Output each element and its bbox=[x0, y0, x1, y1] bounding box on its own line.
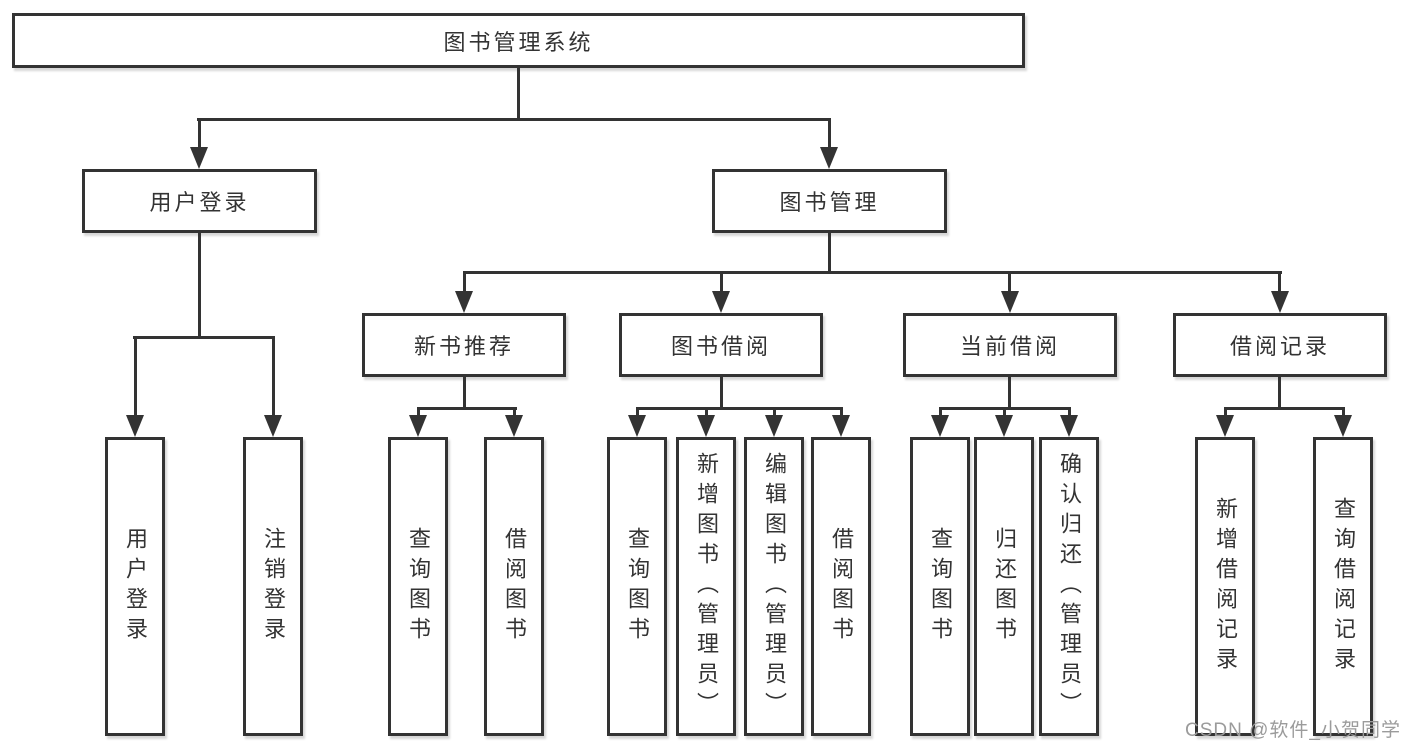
connector-drop-current-borrow bbox=[1008, 271, 1011, 293]
arrowhead bbox=[1334, 415, 1352, 437]
connector-drop-c4 bbox=[840, 407, 843, 419]
node-leaf-return-book-label: 归还图书 bbox=[992, 526, 1017, 647]
connector-level2-branch bbox=[463, 271, 1282, 274]
connector-drop-c1 bbox=[636, 407, 639, 419]
connector-drop-a1 bbox=[134, 336, 137, 417]
connector-book-mgmt-stem bbox=[828, 233, 831, 274]
connector-drop-e2 bbox=[1342, 407, 1345, 419]
arrowhead bbox=[832, 415, 850, 437]
arrowhead bbox=[190, 147, 208, 169]
arrowhead bbox=[455, 291, 473, 313]
node-book-borrow: 图书借阅 bbox=[619, 313, 823, 377]
connector-branch-c bbox=[636, 407, 843, 410]
node-leaf-query-current-label: 查询图书 bbox=[928, 526, 953, 647]
connector-user-login-stem bbox=[198, 233, 201, 339]
node-leaf-query-current: 查询图书 bbox=[910, 437, 970, 736]
node-root: 图书管理系统 bbox=[12, 13, 1025, 68]
arrowhead bbox=[820, 147, 838, 169]
connector-drop-d2 bbox=[1003, 407, 1006, 419]
arrowhead bbox=[409, 415, 427, 437]
connector-drop-d1 bbox=[939, 407, 942, 419]
node-leaf-query-book: 查询图书 bbox=[607, 437, 667, 736]
node-leaf-borrow-book-label: 借阅图书 bbox=[829, 526, 854, 647]
node-book-mgmt-label: 图书管理 bbox=[779, 190, 880, 215]
node-leaf-query-borrow-record: 查询借阅记录 bbox=[1313, 437, 1373, 736]
arrowhead bbox=[505, 415, 523, 437]
connector-drop-user-login bbox=[198, 118, 201, 147]
node-leaf-user-login: 用户登录 bbox=[105, 437, 165, 736]
node-leaf-add-book-admin-label: 新增图书（管理员） bbox=[694, 451, 719, 722]
node-leaf-add-book-admin: 新增图书（管理员） bbox=[676, 437, 736, 736]
connector-level1-branch bbox=[197, 118, 831, 121]
node-leaf-return-book: 归还图书 bbox=[974, 437, 1034, 736]
arrowhead bbox=[697, 415, 715, 437]
node-current-borrow: 当前借阅 bbox=[903, 313, 1117, 377]
connector-book-borrow-stem bbox=[720, 377, 723, 410]
arrowhead bbox=[126, 415, 144, 437]
connector-branch-e bbox=[1224, 407, 1345, 410]
connector-borrow-record-stem bbox=[1278, 377, 1281, 410]
connector-new-book-rec-stem bbox=[463, 377, 466, 410]
node-new-book-rec-label: 新书推荐 bbox=[413, 334, 514, 359]
arrowhead bbox=[264, 415, 282, 437]
node-leaf-confirm-return-admin: 确认归还（管理员） bbox=[1039, 437, 1099, 736]
connector-drop-e1 bbox=[1224, 407, 1227, 419]
connector-current-borrow-stem bbox=[1008, 377, 1011, 410]
node-user-login: 用户登录 bbox=[82, 169, 317, 233]
arrowhead bbox=[995, 415, 1013, 437]
node-leaf-query-book-rec: 查询图书 bbox=[388, 437, 448, 736]
node-new-book-rec: 新书推荐 bbox=[362, 313, 566, 377]
watermark-text: CSDN @软件_小贺同学 bbox=[1185, 720, 1401, 741]
connector-drop-borrow-record bbox=[1278, 271, 1281, 293]
connector-drop-c3 bbox=[773, 407, 776, 419]
node-leaf-query-borrow-record-label: 查询借阅记录 bbox=[1331, 496, 1356, 677]
arrowhead bbox=[1271, 291, 1289, 313]
connector-drop-b1 bbox=[417, 407, 420, 419]
node-leaf-query-book-rec-label: 查询图书 bbox=[406, 526, 431, 647]
node-leaf-logout: 注销登录 bbox=[243, 437, 303, 736]
node-leaf-confirm-return-admin-label: 确认归还（管理员） bbox=[1057, 451, 1082, 722]
node-borrow-record-label: 借阅记录 bbox=[1229, 334, 1330, 359]
connector-drop-book-mgmt bbox=[828, 118, 831, 147]
connector-drop-new-book-rec bbox=[463, 271, 466, 293]
connector-root-stem bbox=[517, 68, 520, 118]
arrowhead bbox=[1060, 415, 1078, 437]
arrowhead bbox=[765, 415, 783, 437]
connector-drop-b2 bbox=[513, 407, 516, 419]
arrowhead bbox=[628, 415, 646, 437]
connector-drop-d3 bbox=[1068, 407, 1071, 419]
connector-drop-book-borrow bbox=[720, 271, 723, 293]
node-current-borrow-label: 当前借阅 bbox=[959, 334, 1060, 359]
connector-drop-c2 bbox=[705, 407, 708, 419]
node-leaf-edit-book-admin: 编辑图书（管理员） bbox=[744, 437, 804, 736]
node-user-login-label: 用户登录 bbox=[149, 190, 250, 215]
node-borrow-record: 借阅记录 bbox=[1173, 313, 1387, 377]
node-leaf-logout-label: 注销登录 bbox=[261, 526, 286, 647]
connector-user-login-branch bbox=[133, 336, 275, 339]
node-leaf-borrow-book-rec: 借阅图书 bbox=[484, 437, 544, 736]
node-book-borrow-label: 图书借阅 bbox=[670, 334, 771, 359]
node-leaf-user-login-label: 用户登录 bbox=[123, 526, 148, 647]
connector-drop-a2 bbox=[272, 336, 275, 417]
node-leaf-query-book-label: 查询图书 bbox=[625, 526, 650, 647]
node-leaf-borrow-book: 借阅图书 bbox=[811, 437, 871, 736]
node-book-mgmt: 图书管理 bbox=[712, 169, 947, 233]
node-leaf-edit-book-admin-label: 编辑图书（管理员） bbox=[762, 451, 787, 722]
arrowhead bbox=[931, 415, 949, 437]
node-root-label: 图书管理系统 bbox=[443, 29, 594, 55]
node-leaf-add-borrow-record: 新增借阅记录 bbox=[1195, 437, 1255, 736]
arrowhead bbox=[712, 291, 730, 313]
node-leaf-add-borrow-record-label: 新增借阅记录 bbox=[1213, 496, 1238, 677]
arrowhead bbox=[1001, 291, 1019, 313]
node-leaf-borrow-book-rec-label: 借阅图书 bbox=[502, 526, 527, 647]
arrowhead bbox=[1216, 415, 1234, 437]
connector-branch-b bbox=[417, 407, 517, 410]
